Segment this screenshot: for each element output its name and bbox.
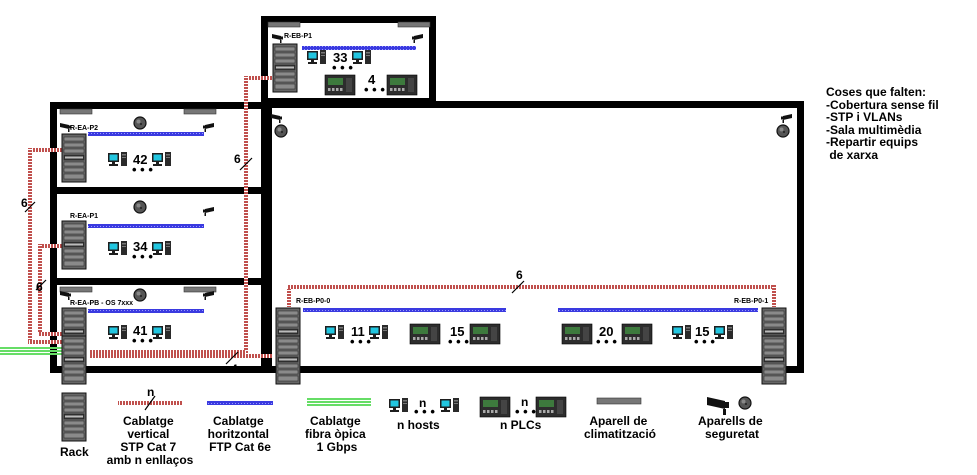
link-count-bottom: 4 <box>231 362 238 376</box>
legend-vertical-line3: STP Cat 7 <box>120 440 176 454</box>
rack-label-eb-p0-1: R-EB-P0-1 <box>734 298 768 305</box>
svg-text:• • •: • • • <box>596 334 617 349</box>
legend-vertical-line2: vertical <box>127 427 169 441</box>
legend-hosts-label: n hosts <box>397 418 440 432</box>
link-count-ground-bus: 6 <box>516 268 523 282</box>
room-ea-pb-contents: R-EA-PB - OS 7xxx 41 • • • <box>59 286 217 385</box>
link-count-center-riser: 6 <box>234 152 241 166</box>
rack-label-ea-p2: R-EA-P2 <box>70 125 98 132</box>
legend-rack-label: Rack <box>60 445 89 459</box>
link-count-left-riser: 6 <box>21 196 28 210</box>
room-ea-pb <box>50 278 272 373</box>
legend-horizontal-line1: Cablatge <box>213 414 264 428</box>
svg-text:• • •: • • • <box>332 60 353 75</box>
legend-horizontal-line2: horitzontal <box>208 427 269 441</box>
svg-text:• • •: • • • <box>414 404 435 419</box>
svg-text:Cablatge fibra òpica: Cablatge fibra òpica 1 Gbps <box>305 414 369 454</box>
room-ea-p2-contents: R-EA-P2 42 • • • <box>59 108 217 183</box>
legend-ac-line1: Aparell de <box>589 414 647 428</box>
legend-ac-line2: climatització <box>584 427 656 441</box>
host-count-ea-p1: 34 <box>133 239 148 254</box>
notes-title: Coses que falten: <box>826 85 927 99</box>
legend-fiber-line3: 1 Gbps <box>317 440 358 454</box>
rack-label-ea-p1: R-EA-P1 <box>70 213 98 220</box>
notes-item: -Sala multimèdia <box>826 122 922 137</box>
legend-fiber-line1: Cablatge <box>310 414 361 428</box>
svg-text:• • •: • • • <box>132 333 153 348</box>
legend-camera-icon <box>707 397 729 415</box>
svg-text:• • •: • • • <box>515 404 536 419</box>
svg-text:• • •: • • • <box>694 334 715 349</box>
fiber-uplink <box>0 347 62 355</box>
legend-hosts-n: n <box>419 396 426 410</box>
plc-count-eb-p0-0: 15 <box>450 324 464 339</box>
legend-horizontal-swatch <box>207 401 273 405</box>
legend-vertical-line4: amb n enllaços <box>107 453 194 467</box>
rack-label-ea-pb: R-EA-PB - OS 7xxx <box>70 300 133 307</box>
svg-text:• • •: • • • <box>350 334 371 349</box>
legend-host-icon <box>389 398 408 412</box>
legend-fiber-line2: fibra òpica <box>305 427 366 441</box>
legend-security-line1: Aparells de <box>698 414 763 428</box>
svg-text:• • •: • • • <box>132 249 153 264</box>
building-walls <box>50 16 804 373</box>
legend-horizontal-line3: FTP Cat 6e <box>209 440 271 454</box>
legend: Rack n Cablatge vertical STP Cat 7 amb n… <box>60 385 766 467</box>
svg-text:Aparell de climatització: Aparell de climatització <box>584 414 656 441</box>
svg-text:• • •: • • • <box>448 334 469 349</box>
svg-text:Aparells de seguretat: Aparells de seguretat <box>698 414 766 441</box>
svg-text:• • •: • • • <box>364 82 385 97</box>
rack-label-eb-p1: R-EB-P1 <box>284 33 312 40</box>
host-count-ea-pb: 41 <box>133 323 147 338</box>
horizontal-cabling <box>88 46 758 313</box>
plc-count-eb-p1: 4 <box>368 72 376 87</box>
legend-dome-icon <box>738 396 752 410</box>
svg-text:Cablatge vertical: Cablatge vertical STP Cat 7 amb n enllaç… <box>107 414 194 467</box>
legend-ac-icon <box>596 397 642 405</box>
legend-plcs-n: n <box>521 395 528 409</box>
legend-plcs-label: n PLCs <box>500 418 542 432</box>
notes-item: -Repartir equips <box>826 135 919 149</box>
notes-item: de xarxa <box>826 147 879 162</box>
link-markers <box>24 157 525 365</box>
room-eb-p0 <box>261 101 804 373</box>
room-eb-p0-contents: R-EB-P0-0 11 • • • 15 • • • R-EB-P0-1 20… <box>271 114 792 385</box>
rack-label-eb-p0-0: R-EB-P0-0 <box>296 298 330 305</box>
legend-security-line2: seguretat <box>705 427 759 441</box>
legend-vertical-line1: Cablatge <box>123 414 174 428</box>
notes-item: -Cobertura sense fil <box>826 97 939 112</box>
host-count-eb-p0-1: 15 <box>695 324 709 339</box>
vertical-cabling <box>28 76 776 358</box>
host-count-eb-p1: 33 <box>333 50 347 65</box>
legend-vertical-n: n <box>147 385 154 399</box>
host-count-eb-p0-0: 11 <box>351 324 365 339</box>
host-count-ea-p2: 42 <box>133 152 147 167</box>
room-eb-p1-contents: R-EB-P1 33 • • • 4 • • • <box>267 21 431 97</box>
notes-item: -STP i VLANs <box>826 110 903 124</box>
legend-rack-icon <box>61 392 87 442</box>
svg-text:• • •: • • • <box>132 162 153 177</box>
legend-plc-icon <box>479 396 511 418</box>
link-count-left-lower: 6 <box>36 280 43 294</box>
missing-items-notes: Coses que falten: -Cobertura sense fil -… <box>826 86 939 161</box>
plc-count-eb-p0-1: 20 <box>599 324 613 339</box>
room-ea-p1-contents: R-EA-P1 34 • • • <box>61 200 214 270</box>
svg-text:Cablatge horitzontal: Cablatge horitzontal FTP Cat 6e <box>208 414 273 454</box>
